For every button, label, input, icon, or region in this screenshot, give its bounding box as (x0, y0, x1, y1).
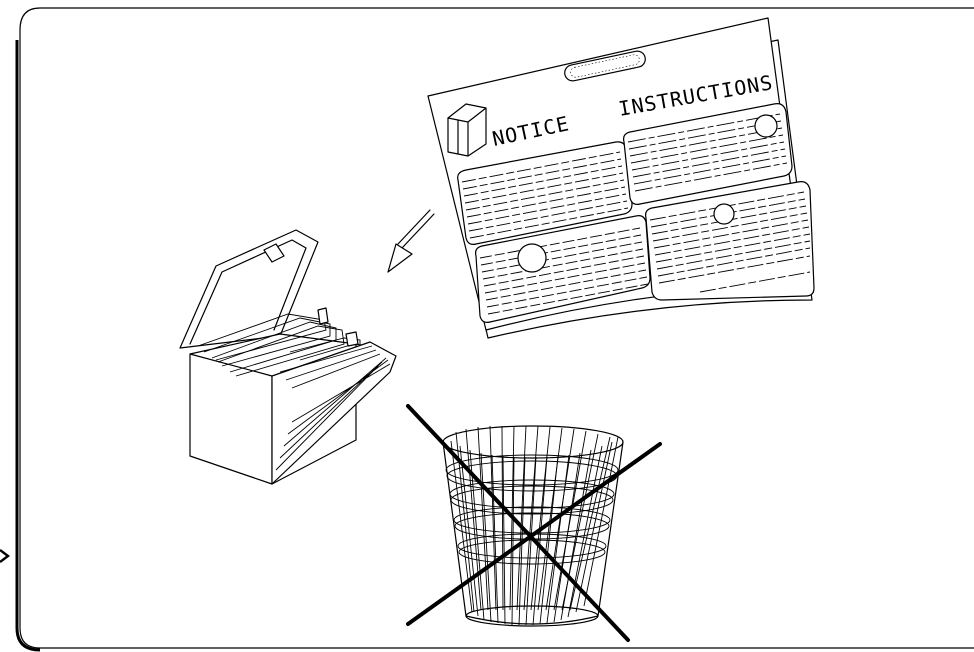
arrow-icon (388, 210, 434, 272)
wastebasket-icon (443, 426, 623, 626)
cross-out-icon (408, 406, 660, 640)
instruction-sheet: NOTICE INSTRUCTIONS (428, 18, 814, 338)
file-box-icon (180, 230, 396, 484)
bullet-dot (518, 244, 546, 272)
bullet-dot (755, 115, 777, 137)
bullet-dot (714, 204, 734, 224)
